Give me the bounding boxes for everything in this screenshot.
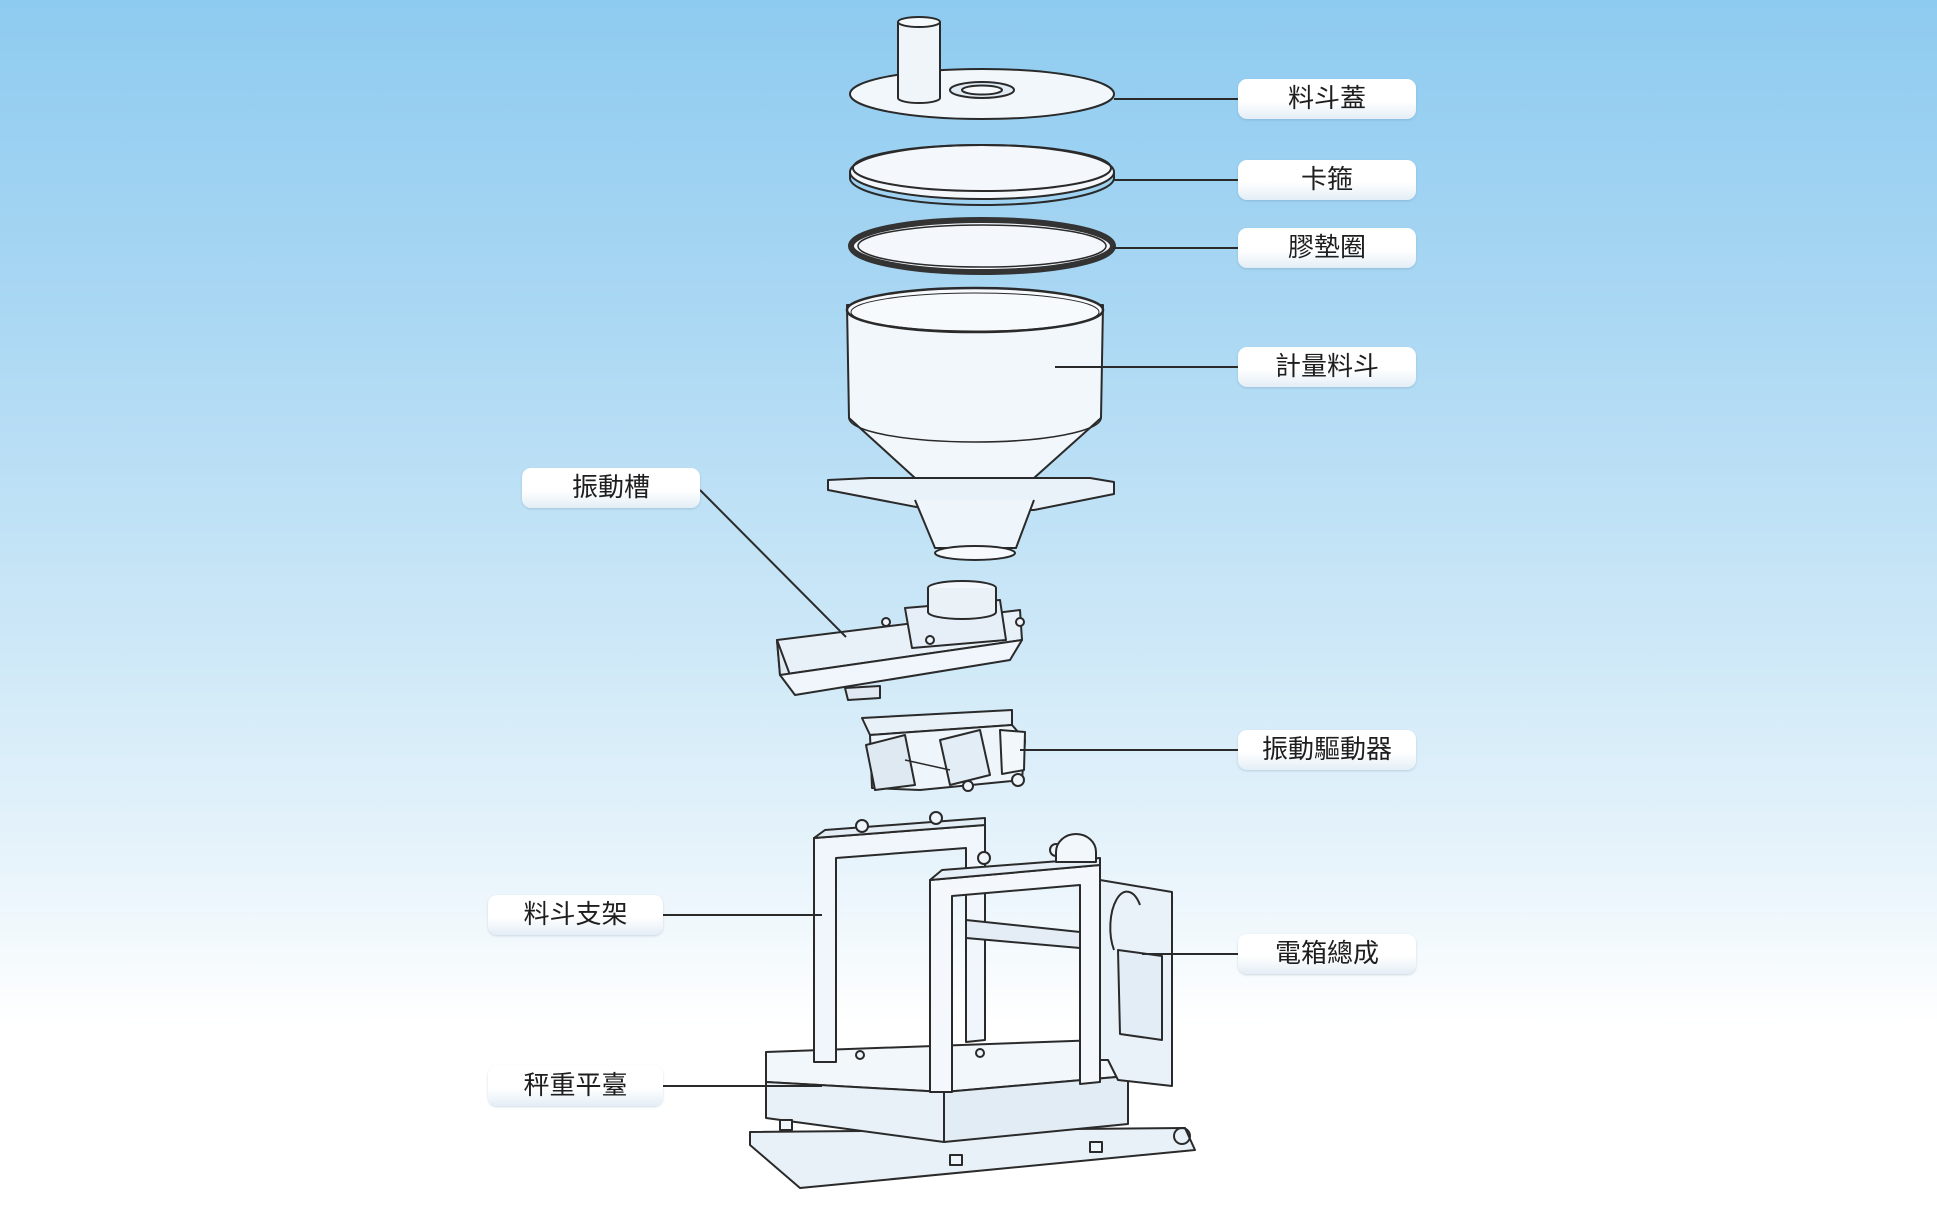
- label-vibrating-trough: 振動槽: [522, 468, 700, 508]
- label-hopper-lid: 料斗蓋: [1238, 79, 1416, 119]
- label-weighing-platform: 秤重平臺: [488, 1066, 663, 1106]
- metering-hopper-part: [827, 286, 1115, 561]
- label-rubber-gasket: 膠墊圈: [1238, 228, 1416, 268]
- clamp-ring-part: [849, 144, 1115, 206]
- label-vibration-driver: 振動驅動器: [1238, 730, 1416, 770]
- label-metering-hopper: 計量料斗: [1238, 347, 1416, 387]
- vibration-driver-part: [861, 709, 1026, 792]
- vibrating-trough-part: [776, 580, 1025, 701]
- label-electric-box-assembly: 電箱總成: [1238, 934, 1416, 974]
- label-hopper-bracket: 料斗支架: [488, 895, 663, 935]
- label-clamp-ring: 卡箍: [1238, 160, 1416, 200]
- hopper-bracket-part: [813, 811, 1101, 1093]
- leader-vibrating-trough: [699, 489, 847, 638]
- rubber-gasket-part: [848, 217, 1116, 275]
- hopper-lid-part: [849, 16, 1115, 120]
